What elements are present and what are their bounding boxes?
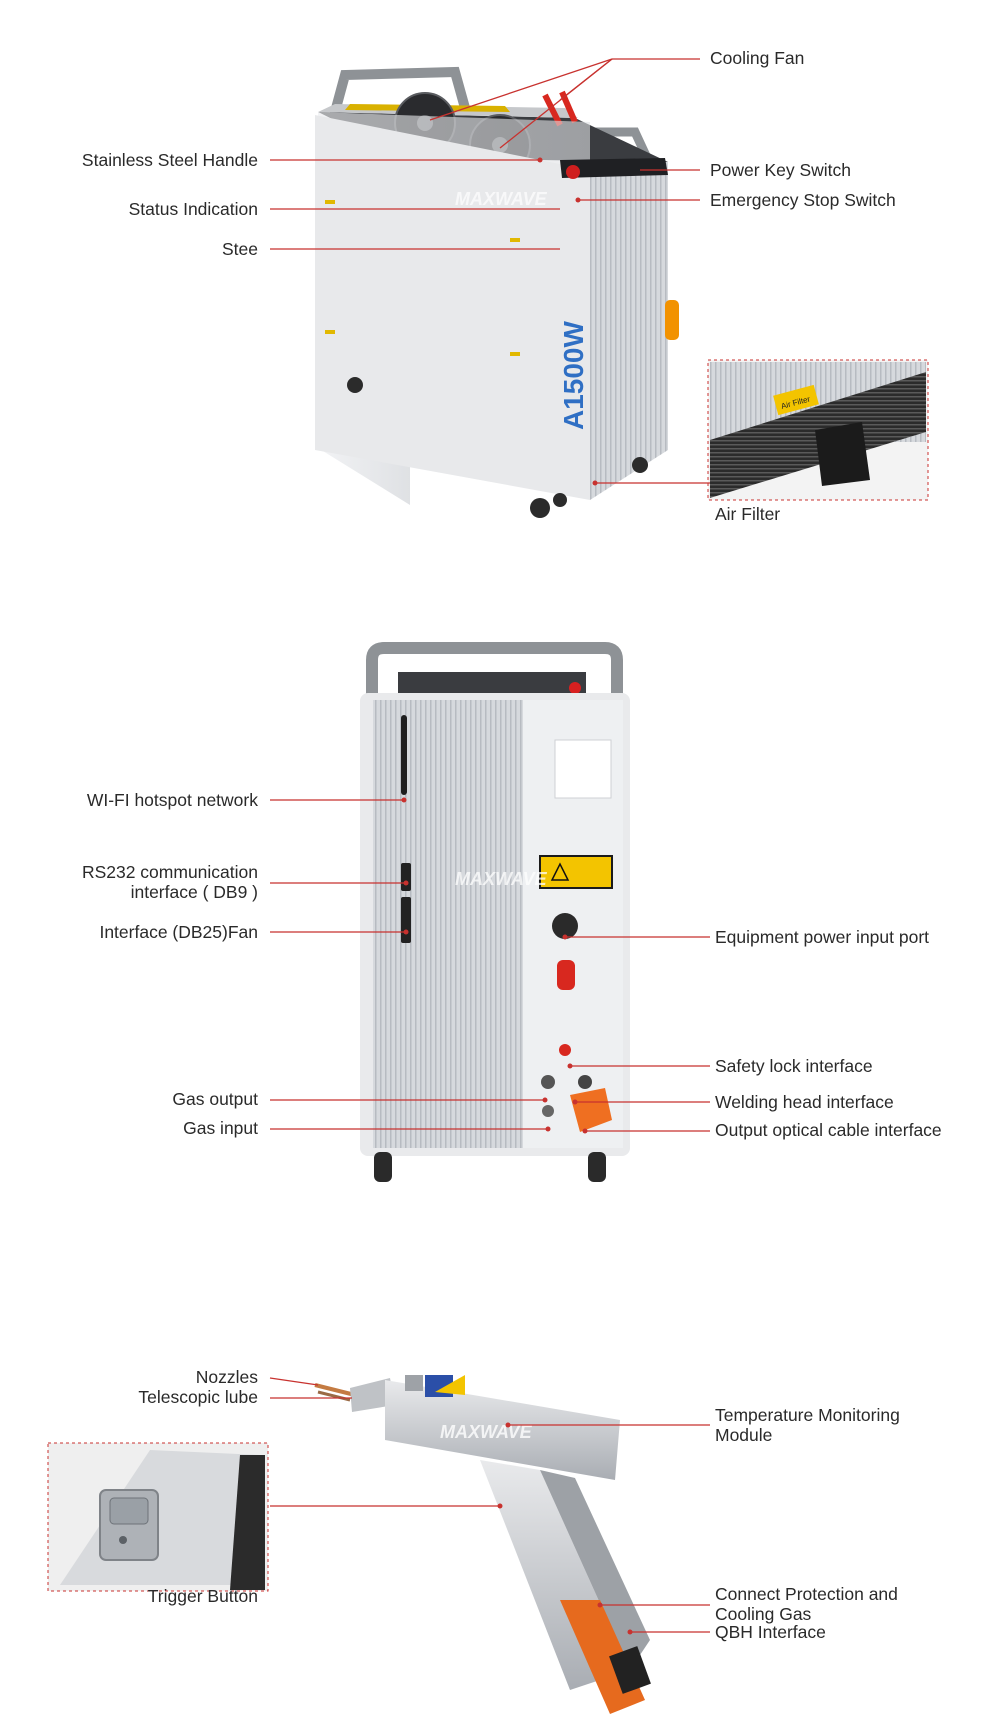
label-stee: Stee bbox=[222, 239, 258, 259]
label-safety-lock: Safety lock interface bbox=[715, 1056, 873, 1076]
label-gas-output: Gas output bbox=[172, 1089, 258, 1109]
emergency-stop-icon bbox=[566, 165, 580, 179]
label-connect-protection: Connect Protection and Cooling Gas bbox=[715, 1584, 975, 1624]
brand-watermark: MAXWAVE bbox=[455, 189, 548, 209]
label-temp-monitor: Temperature Monitoring Module bbox=[715, 1405, 975, 1445]
machine-angle-view: A1500W MAXWAVE bbox=[315, 66, 679, 518]
label-output-optical-cable: Output optical cable interface bbox=[715, 1120, 942, 1140]
label-emergency-stop-switch: Emergency Stop Switch bbox=[710, 190, 896, 210]
label-welding-head: Welding head interface bbox=[715, 1092, 894, 1112]
leader-lines bbox=[269, 58, 710, 1633]
label-connect-protection-line2: Cooling Gas bbox=[715, 1604, 812, 1624]
trigger-button-inset bbox=[47, 1442, 269, 1592]
label-trigger-button: Trigger Button bbox=[147, 1586, 258, 1606]
label-rs232: RS232 communication interface ( DB9 ) bbox=[0, 862, 258, 902]
label-telescopic-lube: Telescopic lube bbox=[138, 1387, 258, 1407]
label-power-key-switch: Power Key Switch bbox=[710, 160, 852, 180]
label-temp-monitor-line1: Temperature Monitoring bbox=[715, 1405, 900, 1425]
antenna-icon bbox=[401, 715, 407, 795]
label-rs232-line2: interface ( DB9 ) bbox=[130, 882, 258, 902]
leader-dots bbox=[401, 157, 633, 1635]
label-stainless-steel-handle: Stainless Steel Handle bbox=[81, 150, 258, 170]
air-filter-inset: Air Filter bbox=[707, 359, 929, 501]
welding-gun-view: MAXWAVE bbox=[314, 1375, 651, 1714]
label-air-filter: Air Filter bbox=[715, 504, 781, 524]
label-qbh-interface: QBH Interface bbox=[715, 1622, 826, 1642]
label-rs232-line1: RS232 communication bbox=[81, 862, 258, 882]
label-gas-input: Gas input bbox=[183, 1118, 258, 1138]
label-connect-protection-line1: Connect Protection and bbox=[715, 1584, 898, 1604]
machine-rear-view: MAXWAVE bbox=[360, 642, 630, 1182]
label-equipment-power-input: Equipment power input port bbox=[715, 927, 930, 947]
label-cooling-fan: Cooling Fan bbox=[710, 48, 805, 68]
model-label: A1500W bbox=[558, 320, 589, 430]
brand-watermark-2: MAXWAVE bbox=[455, 869, 548, 889]
label-status-indication: Status Indication bbox=[128, 199, 258, 219]
label-interface-db25: Interface (DB25)Fan bbox=[99, 922, 258, 942]
label-wifi-hotspot: WI-FI hotspot network bbox=[86, 790, 258, 810]
label-temp-monitor-line2: Module bbox=[715, 1425, 773, 1445]
label-nozzles: Nozzles bbox=[195, 1367, 258, 1387]
